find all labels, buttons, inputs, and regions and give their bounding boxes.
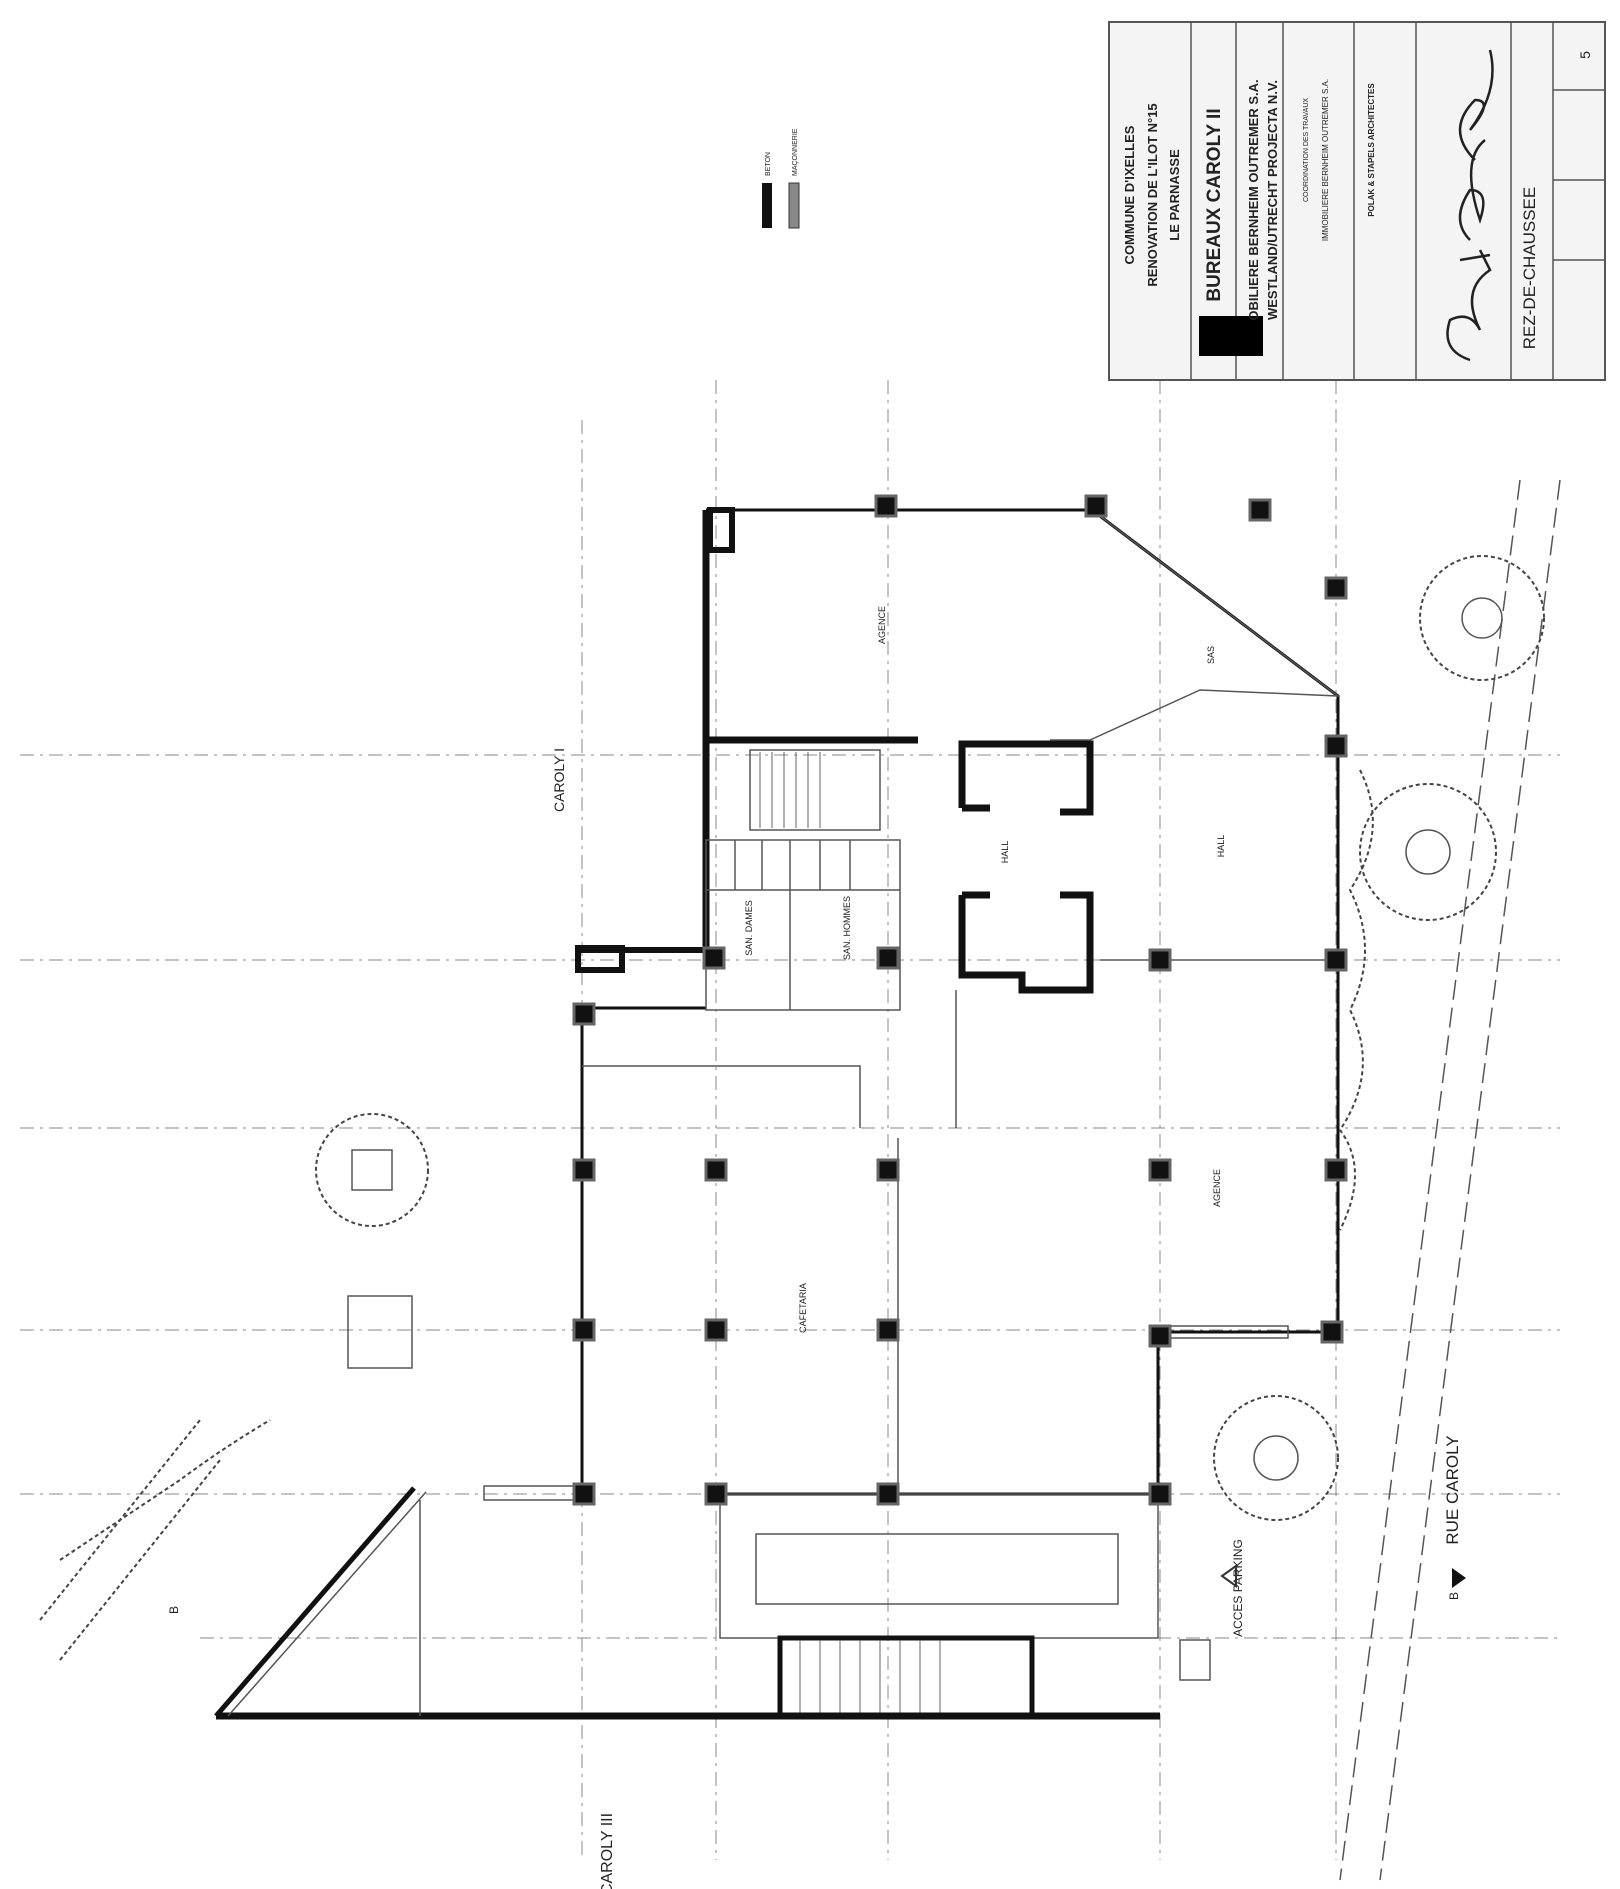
legend-swatch-maconnerie bbox=[788, 182, 800, 229]
signature bbox=[1446, 49, 1494, 362]
title-sheet: REZ-DE-CHAUSSEE bbox=[1520, 187, 1539, 349]
legend: BETON MAÇONNERIE bbox=[762, 128, 800, 229]
title-block: COMMUNE D'IXELLES RENOVATION DE L'ILOT N… bbox=[1108, 21, 1606, 381]
structural-grid bbox=[20, 380, 1561, 1881]
room-label-sas: SAS bbox=[1206, 646, 1216, 664]
title-project: RENOVATION DE L'ILOT N°15 bbox=[1145, 103, 1160, 286]
title-building: BUREAUX CAROLY II bbox=[1204, 108, 1225, 301]
title-site: LE PARNASSE bbox=[1167, 149, 1182, 241]
legend-label-beton: BETON bbox=[765, 152, 772, 176]
legend-label-maconnerie: MAÇONNERIE bbox=[792, 128, 799, 176]
title-owner-1: OBILIERE BERNHEIM OUTREMER S.A. bbox=[1246, 79, 1261, 320]
logo-block bbox=[1199, 316, 1263, 356]
room-label-san-dames: SAN. DAMES bbox=[744, 900, 754, 956]
room-label-cafetaria: CAFETARIA bbox=[798, 1283, 808, 1333]
building-walls bbox=[214, 507, 1341, 1720]
room-label-hall-core: HALL bbox=[1000, 841, 1010, 864]
section-marker-left: B bbox=[167, 1606, 181, 1614]
title-municipality: COMMUNE D'IXELLES bbox=[1122, 125, 1137, 264]
landscaping bbox=[39, 555, 1545, 1661]
structural-columns bbox=[572, 494, 1348, 1506]
label-caroly-1: CAROLY I bbox=[551, 748, 567, 812]
title-architects: POLAK & STAPELS ARCHITECTES bbox=[1367, 83, 1376, 217]
room-label-san-hommes: SAN. HOMMES bbox=[842, 896, 852, 960]
room-label-hall-main: HALL bbox=[1216, 835, 1226, 858]
title-coordinator: IMMOBILIERE BERNHEIM OUTREMER S.A. bbox=[1321, 79, 1330, 241]
label-acces-parking: ACCES PARKING bbox=[1231, 1539, 1245, 1637]
title-coordination-label: COORDINATION DES TRAVAUX bbox=[1303, 98, 1310, 202]
label-rue-caroly: RUE CAROLY bbox=[1443, 1435, 1462, 1544]
title-owner-2: WESTLAND/UTRECHT PROJECTA N.V. bbox=[1265, 80, 1280, 320]
label-caroly-3: CAROLY III bbox=[599, 1813, 616, 1889]
title-plan-number: 5 bbox=[1577, 51, 1593, 59]
legend-swatch-beton bbox=[762, 183, 772, 228]
room-label-agence-north: AGENCE bbox=[877, 606, 887, 644]
room-labels: AGENCE SAS HALL HALL SAN. DAMES SAN. HOM… bbox=[167, 606, 1466, 1889]
section-marker-right: B bbox=[1447, 1592, 1461, 1600]
room-label-agence-south: AGENCE bbox=[1212, 1169, 1222, 1207]
